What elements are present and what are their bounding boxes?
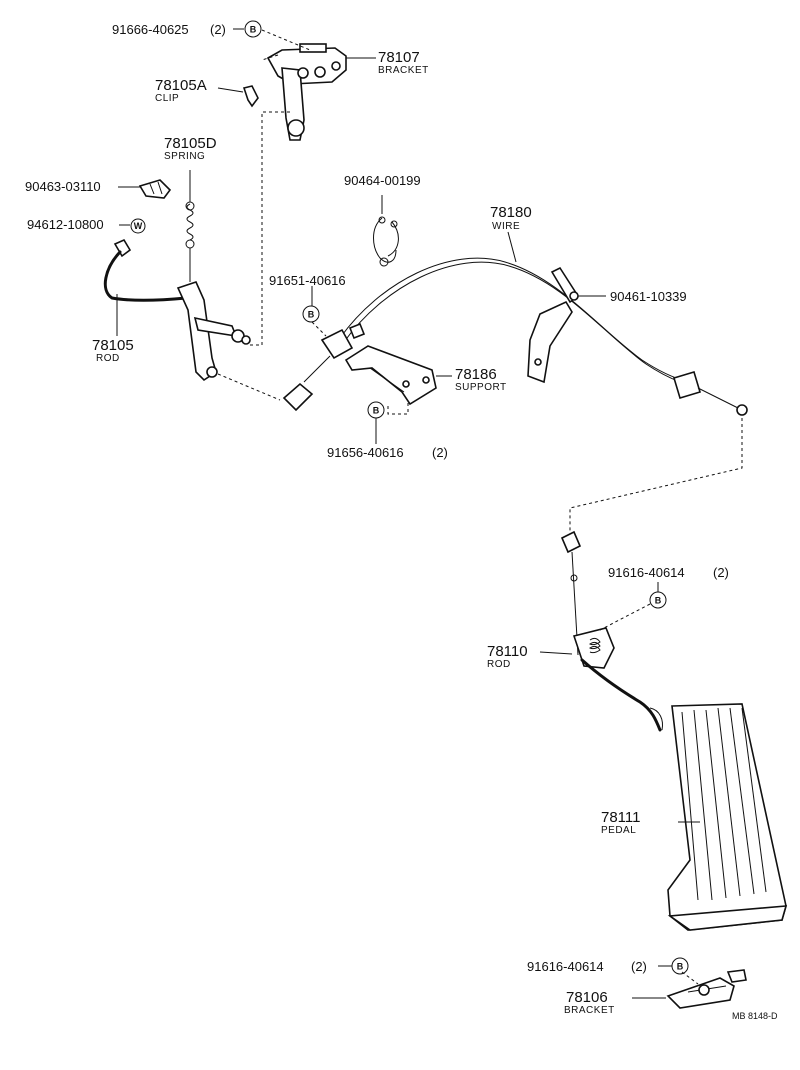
clip-78105a-drawing (242, 85, 259, 108)
clamp-90461-drawing (527, 266, 580, 384)
label-78105a: 78105A (155, 77, 207, 94)
label-78110-name: ROD (487, 659, 511, 670)
symbol-b-5: B (677, 962, 684, 972)
part-90463-drawing (138, 179, 172, 199)
pedal-78111-drawing (667, 703, 788, 931)
label-91651-40616: 91651-40616 (269, 273, 346, 288)
support-78186-drawing (344, 345, 437, 406)
label-91666-40625: 91666-40625 (112, 22, 189, 37)
bracket-78106-drawing (666, 969, 747, 1009)
label-78105d: 78105D (164, 135, 217, 152)
label-78111: 78111 (601, 809, 641, 826)
label-78105-name: ROD (96, 353, 120, 364)
label-91616-40614-bracket: 91616-40614 (527, 959, 604, 974)
label-91656-40616: 91656-40616 (327, 445, 404, 460)
label-90463-03110: 90463-03110 (25, 179, 101, 194)
bracket-78107-drawing (266, 43, 347, 141)
symbol-b-1: B (250, 25, 257, 35)
bolt-symbol-b-icon (302, 305, 320, 323)
label-78110: 78110 (487, 643, 528, 660)
spring-78105d-drawing (185, 170, 195, 282)
rod-78110-drawing (560, 530, 663, 732)
label-78186-name: SUPPORT (455, 382, 507, 393)
label-91616-40614-rod: 91616-40614 (608, 565, 685, 580)
diagram-code: MB 8148-D (732, 1011, 778, 1021)
label-78107: 78107 (378, 49, 420, 66)
label-91666-40625-qty: (2) (210, 22, 226, 37)
wire-78180-drawing (282, 257, 748, 416)
label-78180-name: WIRE (492, 221, 520, 232)
label-78107-name: BRACKET (378, 65, 429, 76)
label-78186: 78186 (455, 366, 497, 383)
label-78106-name: BRACKET (564, 1005, 615, 1016)
label-78105: 78105 (92, 337, 134, 354)
washer-symbol-w-icon (130, 218, 146, 234)
label-78105d-name: SPRING (164, 151, 205, 162)
label-78106: 78106 (566, 989, 608, 1006)
symbol-w: W (134, 221, 143, 231)
bolt-symbol-b-icon (671, 957, 689, 975)
clip-90464-drawing (373, 216, 399, 267)
bolt-symbol-b-icon (367, 401, 385, 419)
symbol-b-3: B (373, 406, 380, 416)
label-91656-40616-qty: (2) (432, 445, 448, 460)
label-90464-00199: 90464-00199 (344, 173, 421, 188)
symbol-b-4: B (655, 596, 662, 606)
label-91616-40614-rod-qty: (2) (713, 565, 729, 580)
label-94612-10800: 94612-10800 (27, 217, 104, 232)
label-78111-name: PEDAL (601, 825, 636, 836)
label-91616-40614-bracket-qty: (2) (631, 959, 647, 974)
label-90461-10339: 90461-10339 (610, 289, 687, 304)
label-78105a-name: CLIP (155, 93, 179, 104)
rod-78105-drawing (103, 250, 251, 382)
bolt-symbol-b-icon (649, 591, 667, 609)
label-78180: 78180 (490, 204, 532, 221)
bolt-symbol-b-icon (244, 20, 262, 38)
symbol-b-2: B (308, 310, 315, 320)
